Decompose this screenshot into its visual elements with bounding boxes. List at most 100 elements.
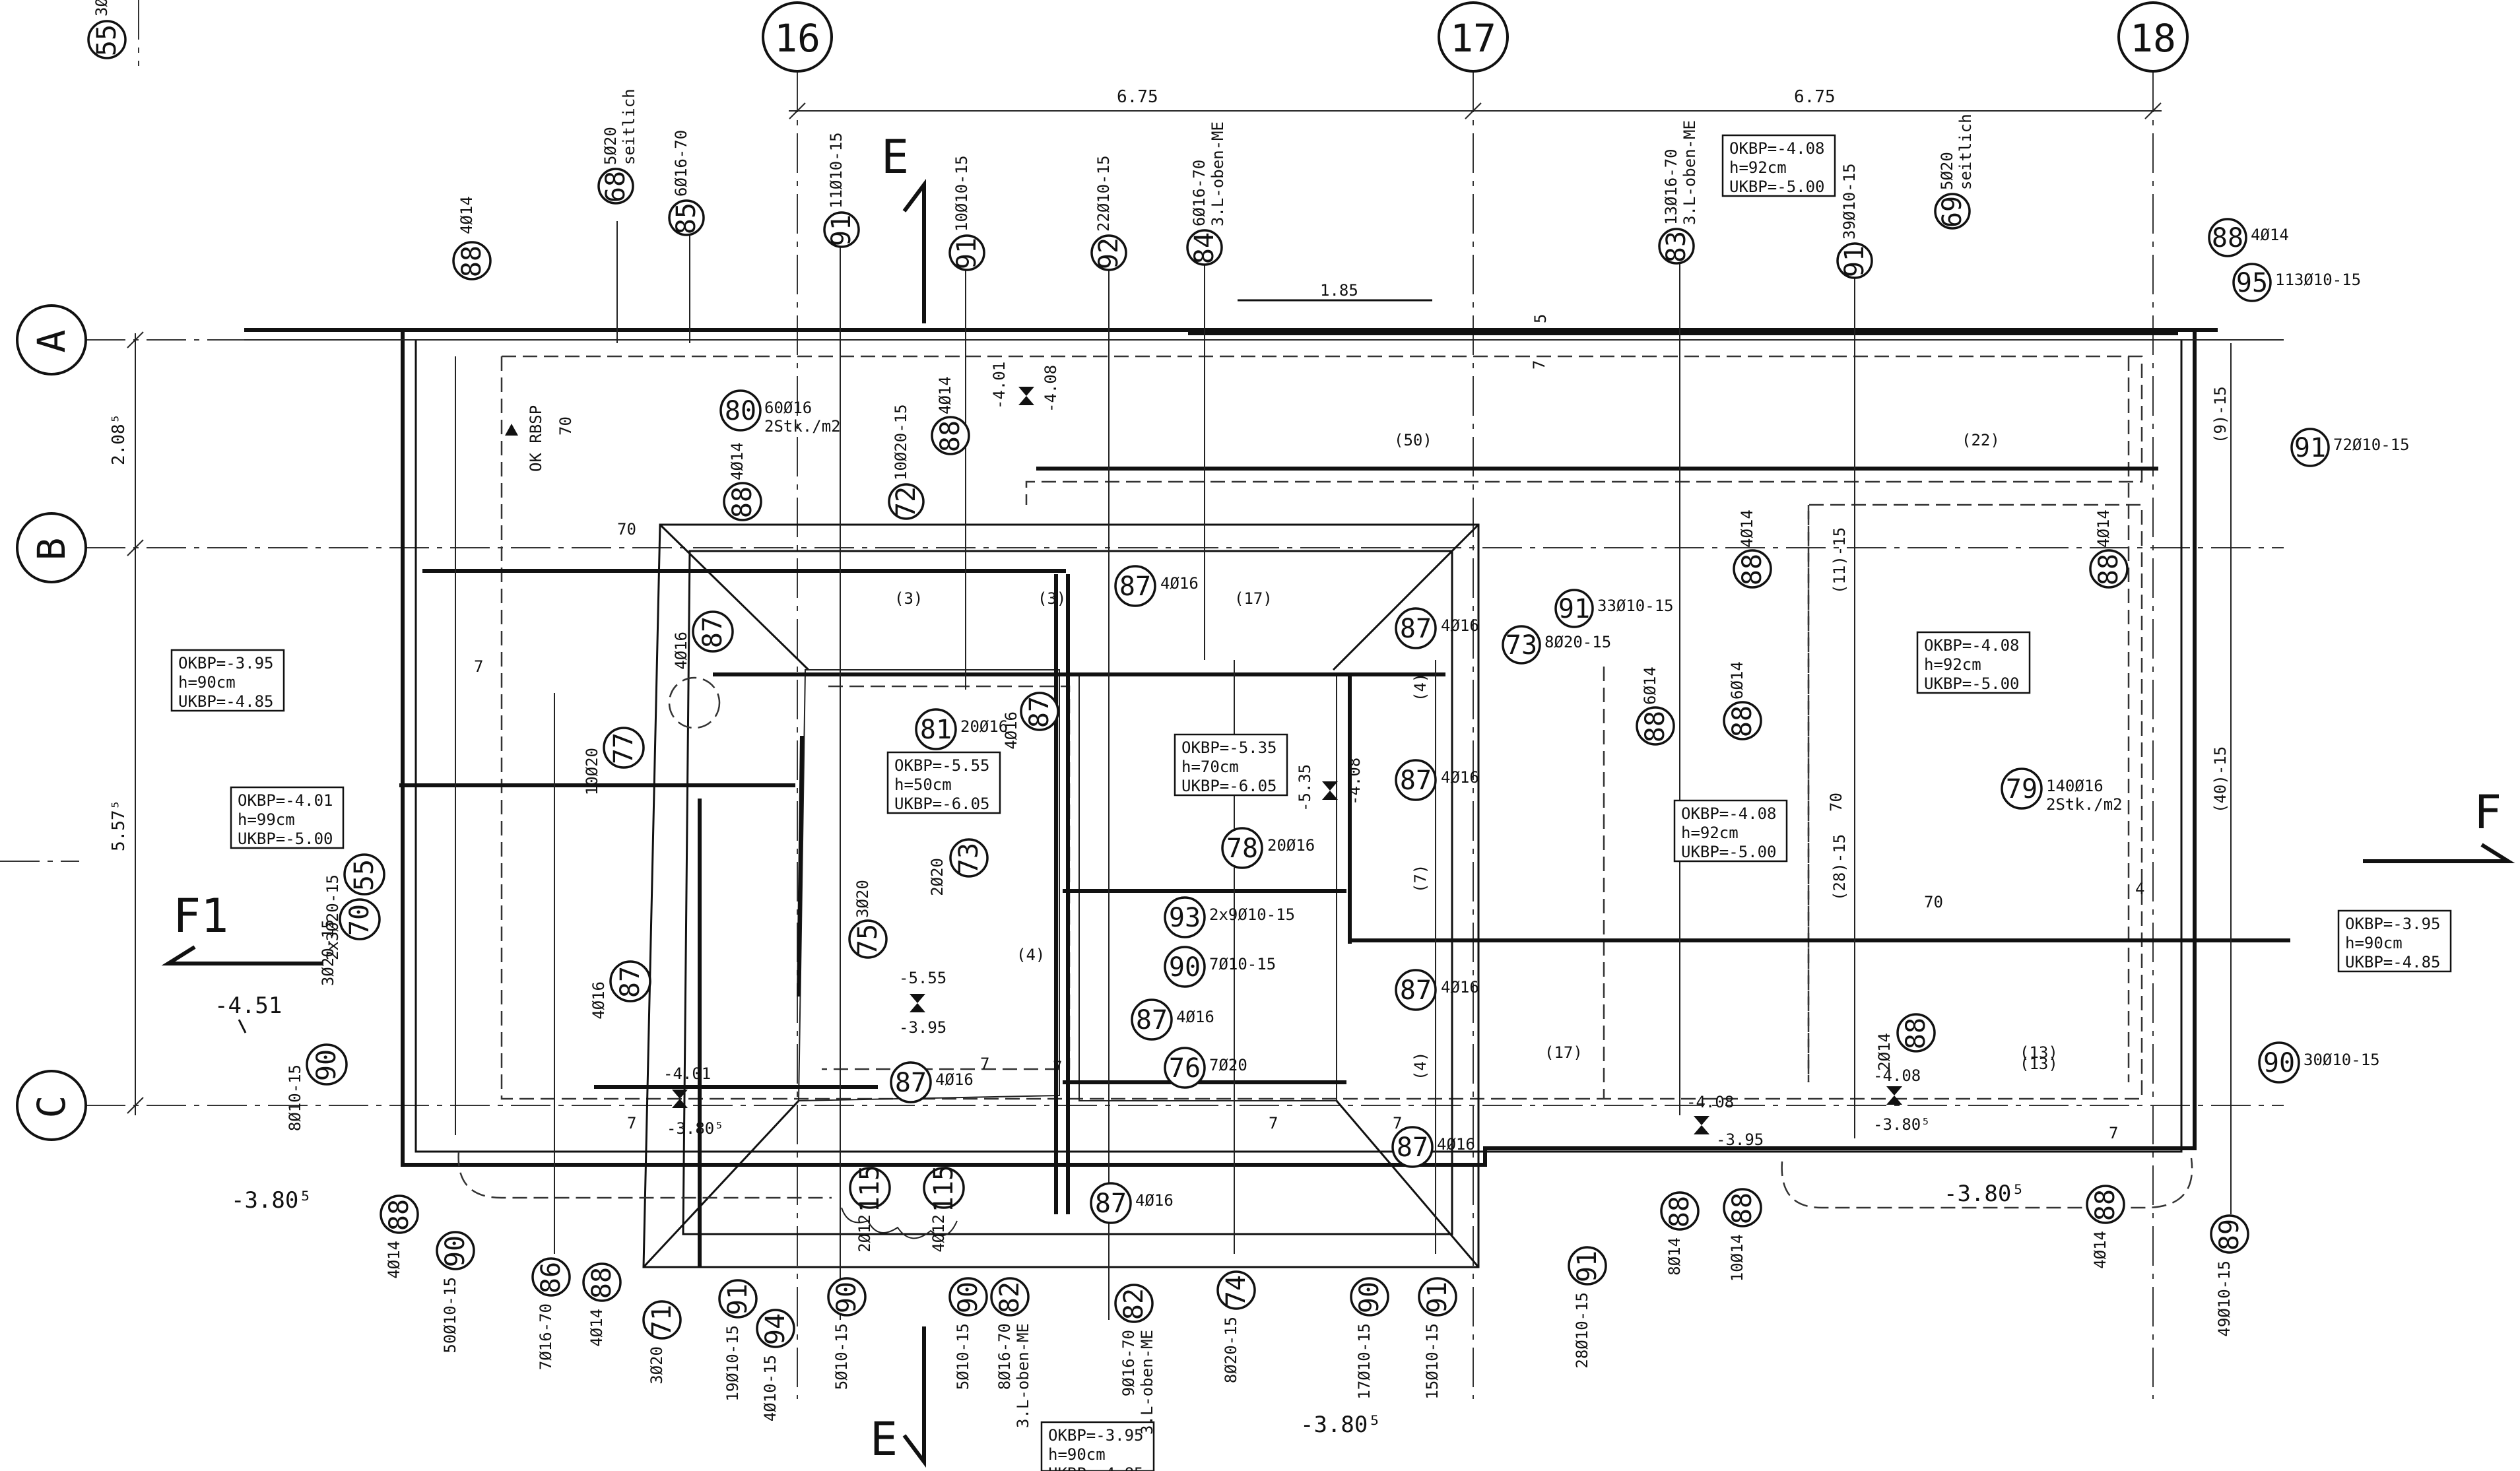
rebar-bubble xyxy=(1836,242,1873,279)
rebar-spec: 15Ø10-15 xyxy=(1423,1323,1442,1400)
rebar-spec: 113Ø10-15 xyxy=(2275,271,2361,289)
rebar-number: 77 xyxy=(609,733,639,764)
rebar-number: 87 xyxy=(1095,1189,1127,1219)
axis-bubble-18: 18 xyxy=(2117,1,2189,73)
level-marker xyxy=(1322,781,1338,791)
span-count: (4) xyxy=(1411,673,1430,702)
rebar-spec: 4Ø14 xyxy=(728,442,746,480)
rebar-bubble xyxy=(1568,1246,1607,1286)
level-label: -4.08 xyxy=(1345,758,1364,805)
rebar-number: 91 xyxy=(826,214,857,246)
rebar-spec: 28Ø10-15 xyxy=(1573,1292,1591,1369)
span-count: (3) xyxy=(1038,589,1066,608)
okrbsp-marker: OK RBSP xyxy=(505,405,545,472)
rebar-bubble xyxy=(2001,768,2043,810)
dimension-value: 7 xyxy=(1053,1058,1062,1076)
rebar-spec: 30Ø10-15 xyxy=(2304,1051,2380,1069)
rebar-bubble xyxy=(848,919,888,959)
rebar-bubble xyxy=(1554,589,1594,628)
left-dimension-chain: 2.08⁵ 5.57⁵ xyxy=(109,331,144,1115)
rebar-number: 72 xyxy=(891,486,921,518)
rebar-number: 90 xyxy=(953,1282,983,1313)
rebar-bubble xyxy=(1934,193,1971,230)
rebar-number: 79 xyxy=(2006,774,2038,804)
span-count: (13) xyxy=(2020,1043,2058,1062)
rebar-bubble xyxy=(306,1043,348,1086)
level-label: -3.80⁵ xyxy=(1873,1115,1931,1134)
rebar-number: 87 xyxy=(1136,1005,1168,1035)
axis-label-17: 17 xyxy=(1450,16,1496,61)
rebar-bubble xyxy=(1090,1182,1132,1224)
section-f1-label: F1 xyxy=(173,889,228,943)
rebar-bubble xyxy=(1395,759,1437,801)
axis-bubble-16: 16 xyxy=(762,1,833,73)
rebar-number: 87 xyxy=(1397,1132,1428,1163)
axis-label-16: 16 xyxy=(774,16,820,61)
slab-level-line: UKBP=-5.00 xyxy=(1729,178,1825,196)
slab-level-line: UKBP=-4.85 xyxy=(1048,1464,1144,1471)
slab-level-line: OKBP=-3.95 xyxy=(178,654,274,672)
dimension-value: 70 xyxy=(617,520,636,539)
rebar-bubble xyxy=(949,838,989,878)
rebar-spec: 5Ø10-15 xyxy=(954,1323,972,1390)
rebar-number: 88 xyxy=(1727,705,1758,737)
span-count: (17) xyxy=(1234,589,1273,608)
level-label: -4.08 xyxy=(1686,1093,1734,1111)
rebar-bubble xyxy=(718,1279,758,1319)
rebar-bubble xyxy=(1221,827,1263,869)
span-count: (28)-15 xyxy=(1830,834,1849,901)
rebar-spec: 4Ø12 xyxy=(929,1214,948,1253)
rebar-spec: 4Ø16 xyxy=(1160,574,1199,593)
slab-level-line: OKBP=-3.95 xyxy=(2345,915,2441,933)
rebar-number: 91 xyxy=(2294,433,2326,463)
rebar-spec: 19Ø10-15 xyxy=(723,1325,742,1402)
rebar-bubble xyxy=(2089,549,2129,589)
slab-level-line: h=92cm xyxy=(1681,824,1739,842)
rebar-number: 68 xyxy=(601,171,631,203)
elevation-marker-2: -3.80⁵ xyxy=(231,1187,312,1214)
level-marker xyxy=(910,1003,925,1012)
rebar-spec: 8Ø10-15 xyxy=(286,1064,304,1131)
rebar-bubble xyxy=(827,1277,867,1317)
rebar-lines xyxy=(399,221,2290,1320)
rebar-spec: 3.L-oben-ME xyxy=(1138,1330,1156,1435)
rebar-spec: 4Ø14 xyxy=(385,1241,403,1279)
rebar-bubble xyxy=(2232,263,2272,302)
span-count: (17) xyxy=(1544,1043,1583,1062)
rebar-number: 78 xyxy=(1226,834,1258,864)
rebar-number: 92 xyxy=(1094,238,1124,269)
dimension-value: 5 xyxy=(1531,314,1550,323)
rebar-bubble xyxy=(1723,1188,1762,1227)
slab-level-line: UKBP=-5.00 xyxy=(1681,843,1777,861)
rebar-number: 94 xyxy=(760,1313,791,1345)
rebar-number: 71 xyxy=(647,1305,677,1336)
dimension-value: 70 xyxy=(1827,793,1845,812)
rebar-bubble xyxy=(948,234,985,271)
span-counts: (50)(22)(13)(3)(17)(3)(4)(17)(13)(4)(4)(… xyxy=(894,386,2230,1080)
span-count: (50) xyxy=(1394,431,1432,449)
rebar-bubble xyxy=(1164,1047,1206,1089)
dimension-value: 70 xyxy=(556,416,575,436)
dimension-value: 7 xyxy=(980,1055,989,1073)
rebar-bubble xyxy=(339,898,381,940)
rebar-bubble xyxy=(823,211,860,248)
rebar-spec: 2Stk./m2 xyxy=(2046,795,2123,814)
left-dim-2: 5.57⁵ xyxy=(109,800,129,851)
slab-level-line: h=92cm xyxy=(1729,158,1787,177)
level-label: -3.95 xyxy=(1716,1130,1764,1149)
rebar-bubble xyxy=(1164,946,1206,988)
rebar-bubble xyxy=(931,416,970,455)
rebar-bubble xyxy=(1114,565,1156,607)
slab-level-line: OKBP=-5.35 xyxy=(1181,738,1277,757)
rebar-spec: seitlich xyxy=(620,88,638,165)
left-dim-1: 2.08⁵ xyxy=(109,414,129,465)
rebar-spec: 4Ø14 xyxy=(457,196,476,234)
